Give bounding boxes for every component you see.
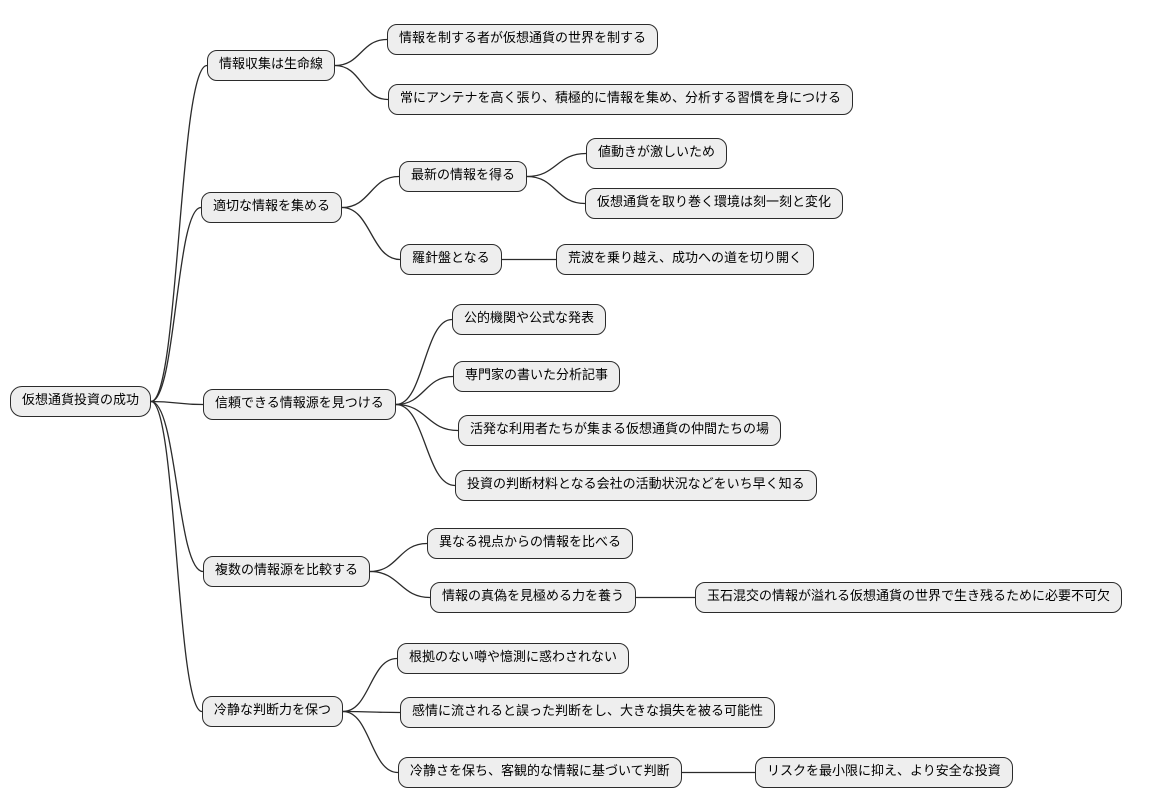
node-expert-analysis-articles[interactable]: 専門家の書いた分析記事 xyxy=(453,361,621,392)
node-know-company-activity-early[interactable]: 投資の判断材料となる会社の活動状況などをいち早く知る xyxy=(455,470,817,501)
node-judge-on-objective-info[interactable]: 冷静さを保ち、客観的な情報に基づいて判断 xyxy=(398,757,682,788)
node-keep-antenna-high-habit[interactable]: 常にアンテナを高く張り、積極的に情報を集め、分析する習慣を身につける xyxy=(388,84,853,115)
node-survive-mixed-info-world[interactable]: 玉石混交の情報が溢れる仮想通貨の世界で生き残るために必要不可欠 xyxy=(695,582,1123,613)
node-crypto-investment-success[interactable]: 仮想通貨投資の成功 xyxy=(10,386,152,417)
node-compare-different-perspectives[interactable]: 異なる視点からの情報を比べる xyxy=(427,528,634,559)
node-emotional-decisions-cause-losses[interactable]: 感情に流されると誤った判断をし、大きな損失を被る可能性 xyxy=(400,697,776,728)
node-minimize-risk-safer-investment[interactable]: リスクを最小限に抑え、より安全な投資 xyxy=(755,757,1013,788)
node-environment-changes-constantly[interactable]: 仮想通貨を取り巻く環境は刻一刻と変化 xyxy=(585,188,844,219)
node-discern-truth-ability[interactable]: 情報の真偽を見極める力を養う xyxy=(430,582,637,613)
node-collect-appropriate-info[interactable]: 適切な情報を集める xyxy=(201,192,343,223)
node-not-swayed-by-rumors[interactable]: 根拠のない噂や憶測に惑わされない xyxy=(397,643,630,674)
node-serves-as-compass[interactable]: 羅針盤となる xyxy=(400,244,502,275)
node-active-user-communities[interactable]: 活発な利用者たちが集まる仮想通貨の仲間たちの場 xyxy=(458,415,782,446)
node-get-latest-info[interactable]: 最新の情報を得る xyxy=(399,161,528,192)
node-find-reliable-sources[interactable]: 信頼できる情報源を見つける xyxy=(203,389,396,420)
node-official-announcements[interactable]: 公的機関や公式な発表 xyxy=(452,304,607,335)
node-overcome-rough-waves[interactable]: 荒波を乗り越え、成功への道を切り開く xyxy=(556,244,815,275)
node-compare-multiple-sources[interactable]: 複数の情報源を比較する xyxy=(203,556,371,587)
node-volatile-prices[interactable]: 値動きが激しいため xyxy=(586,138,728,169)
node-info-gathering-lifeline[interactable]: 情報収集は生命線 xyxy=(207,50,336,81)
node-keep-calm-judgment[interactable]: 冷静な判断力を保つ xyxy=(202,696,344,727)
node-who-controls-info-controls-crypto[interactable]: 情報を制する者が仮想通貨の世界を制する xyxy=(387,24,659,55)
